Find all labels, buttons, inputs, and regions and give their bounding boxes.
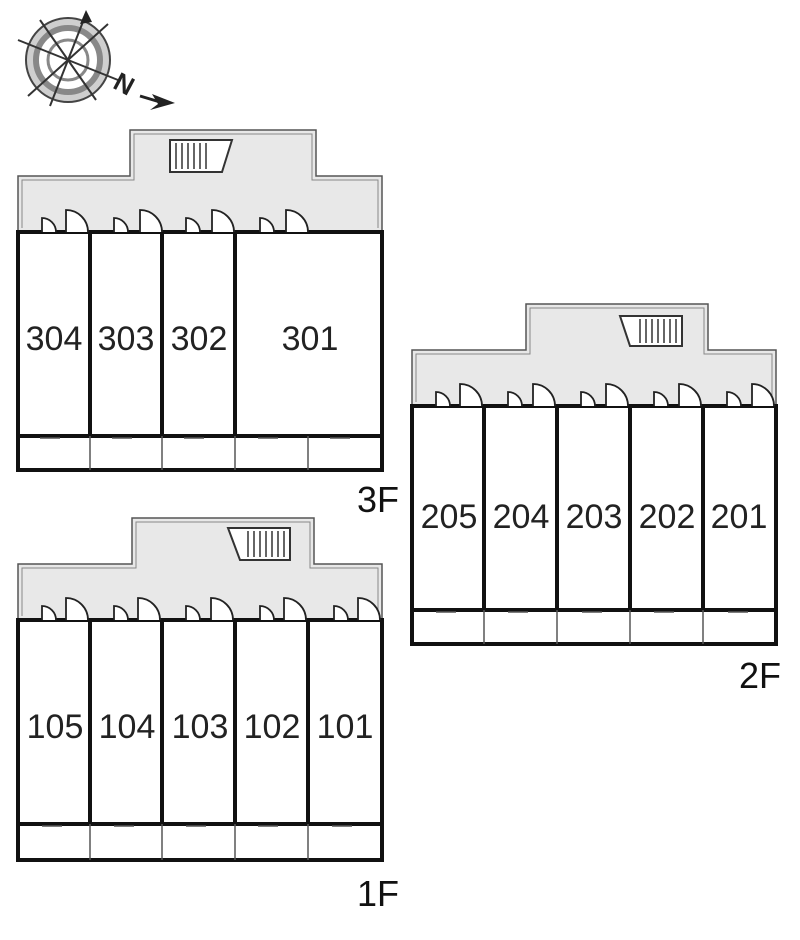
door-icons bbox=[41, 597, 381, 621]
floor-label: 1F bbox=[357, 873, 399, 914]
room-label: 101 bbox=[317, 708, 374, 746]
north-arrow-icon bbox=[150, 94, 175, 110]
floor-label: 2F bbox=[739, 655, 781, 696]
room-label: 102 bbox=[244, 708, 301, 746]
floor-3f: 304 303 302 301 3F bbox=[16, 129, 399, 520]
room-label: 303 bbox=[98, 320, 155, 358]
stair-icon bbox=[226, 527, 291, 561]
corridor-3f bbox=[17, 129, 383, 233]
compass-rose-icon: N bbox=[17, 10, 175, 110]
room-label: 304 bbox=[26, 320, 83, 358]
room-label: 202 bbox=[639, 498, 696, 536]
stair-icon bbox=[169, 139, 234, 173]
room-label: 301 bbox=[282, 320, 339, 358]
room-label: 105 bbox=[27, 708, 84, 746]
room-label: 103 bbox=[172, 708, 229, 746]
door-icons bbox=[435, 383, 775, 407]
compass-north-label: N bbox=[109, 66, 140, 101]
door-icons bbox=[41, 209, 309, 233]
room-label: 205 bbox=[421, 498, 478, 536]
floor-1f: 105 104 103 102 101 1F bbox=[16, 517, 399, 914]
room-label: 201 bbox=[711, 498, 768, 536]
room-label: 302 bbox=[171, 320, 228, 358]
room-label: 203 bbox=[566, 498, 623, 536]
room-label: 104 bbox=[99, 708, 156, 746]
floor-2f: 205 204 203 202 201 2F bbox=[410, 303, 781, 696]
floor-label: 3F bbox=[357, 479, 399, 520]
room-label: 204 bbox=[493, 498, 550, 536]
corridor-2f bbox=[411, 303, 777, 407]
stair-icon bbox=[618, 315, 683, 347]
